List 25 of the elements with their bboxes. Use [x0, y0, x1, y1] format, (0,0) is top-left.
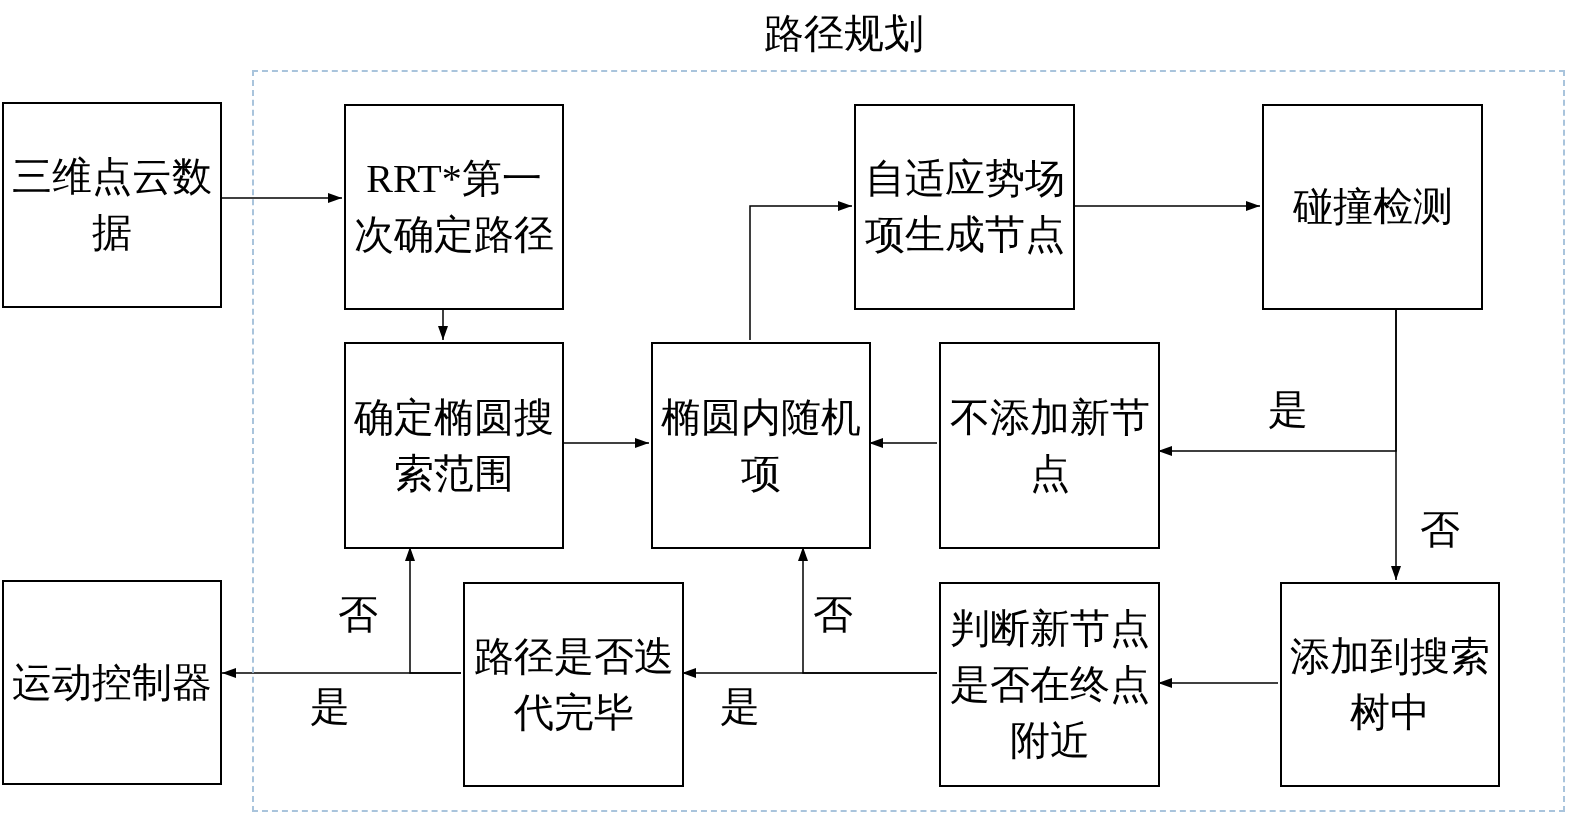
box-text: 路径是否迭代完毕: [472, 632, 675, 737]
box-text: 自适应势场项生成节点: [863, 155, 1066, 259]
process-box: [2, 102, 222, 308]
process-box: [344, 104, 564, 310]
box-text: RRT*第一次确定路径: [353, 155, 555, 259]
arrow: [749, 201, 853, 341]
box-text: 三维点云数据: [11, 153, 213, 257]
process-box: [854, 104, 1075, 310]
process-box: [939, 582, 1160, 787]
box-text: 不添加新节点: [948, 393, 1151, 498]
box-text: 判断新节点是否在终点附近: [948, 604, 1151, 765]
process-box: [1280, 582, 1500, 787]
box-text: 椭圆内随机项: [660, 393, 862, 498]
process-box: [2, 580, 222, 785]
process-box: [651, 342, 871, 549]
box-text: 碰撞检测: [1292, 183, 1453, 231]
box-text: 运动控制器: [12, 658, 212, 707]
process-box: [939, 342, 1160, 549]
arrow: [221, 193, 343, 203]
process-box: [1262, 104, 1483, 310]
box-text: 确定椭圆搜索范围: [353, 393, 555, 498]
process-box: [344, 342, 564, 549]
group-title: 路径规划: [764, 10, 924, 58]
process-box: [463, 582, 684, 787]
box-text: 添加到搜索树中: [1289, 632, 1491, 737]
